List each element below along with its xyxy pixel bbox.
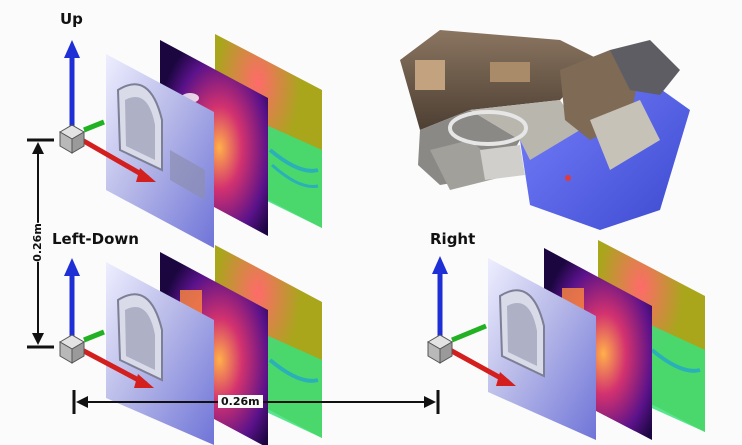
label-left-down: Left-Down <box>52 230 139 248</box>
camera-cube-icon <box>59 124 85 154</box>
camera-cube-icon <box>59 334 85 364</box>
up-view-group <box>59 34 322 248</box>
rgb-panel <box>106 262 214 445</box>
label-right: Right <box>430 230 476 248</box>
coordinate-axes-icon <box>64 258 154 388</box>
label-up: Up <box>60 10 83 28</box>
coordinate-axes-icon <box>432 256 516 386</box>
right-view-group <box>427 240 705 440</box>
vertical-dimension-label: 0.26m <box>30 223 44 262</box>
left-down-view-group <box>59 245 322 445</box>
coordinate-axes-icon <box>64 40 156 182</box>
rgb-panel <box>488 258 596 440</box>
rgb-panel <box>106 54 214 248</box>
horizontal-dimension-label: 0.26m <box>218 395 263 408</box>
camera-cube-icon <box>427 334 453 364</box>
point-cloud-reconstruction <box>400 30 690 230</box>
